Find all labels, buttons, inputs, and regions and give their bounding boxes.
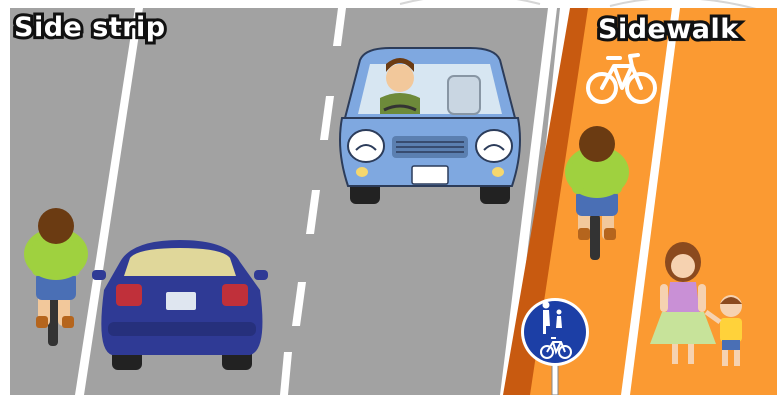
sidewalk-label: Sidewalk	[598, 16, 739, 43]
side-strip-label: Side strip	[14, 14, 166, 41]
front-car	[340, 48, 520, 204]
